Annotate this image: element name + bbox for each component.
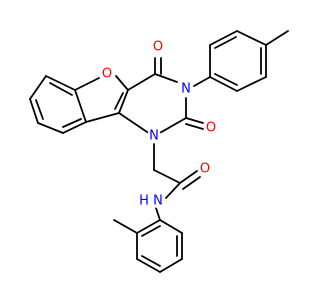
atom-label-n3: N [181,82,191,97]
atom-label-o-amide: O [200,162,210,177]
atom-o-furan: O [100,67,114,82]
atom-label-o-carbonyl-top: O [153,40,163,55]
atom-labels: O O N O N O N H [100,40,218,209]
atom-label-h-amide: H [139,194,149,209]
bonds [29,30,289,273]
atom-o-carbonyl-right: O [204,121,218,136]
atom-o-amide: O [198,162,212,177]
atom-label-n1: N [149,129,159,144]
atom-o-carbonyl-top: O [151,40,165,55]
atom-label-n-amide: N [153,194,163,209]
atom-n3: N [179,82,193,97]
molecule-structure: O O N O N O N H [29,30,289,273]
atom-label-o-carbonyl-right: O [206,121,216,136]
atom-n-amide: N H [137,194,165,209]
atom-label-o-furan: O [102,67,112,82]
atom-n1: N [147,129,161,144]
